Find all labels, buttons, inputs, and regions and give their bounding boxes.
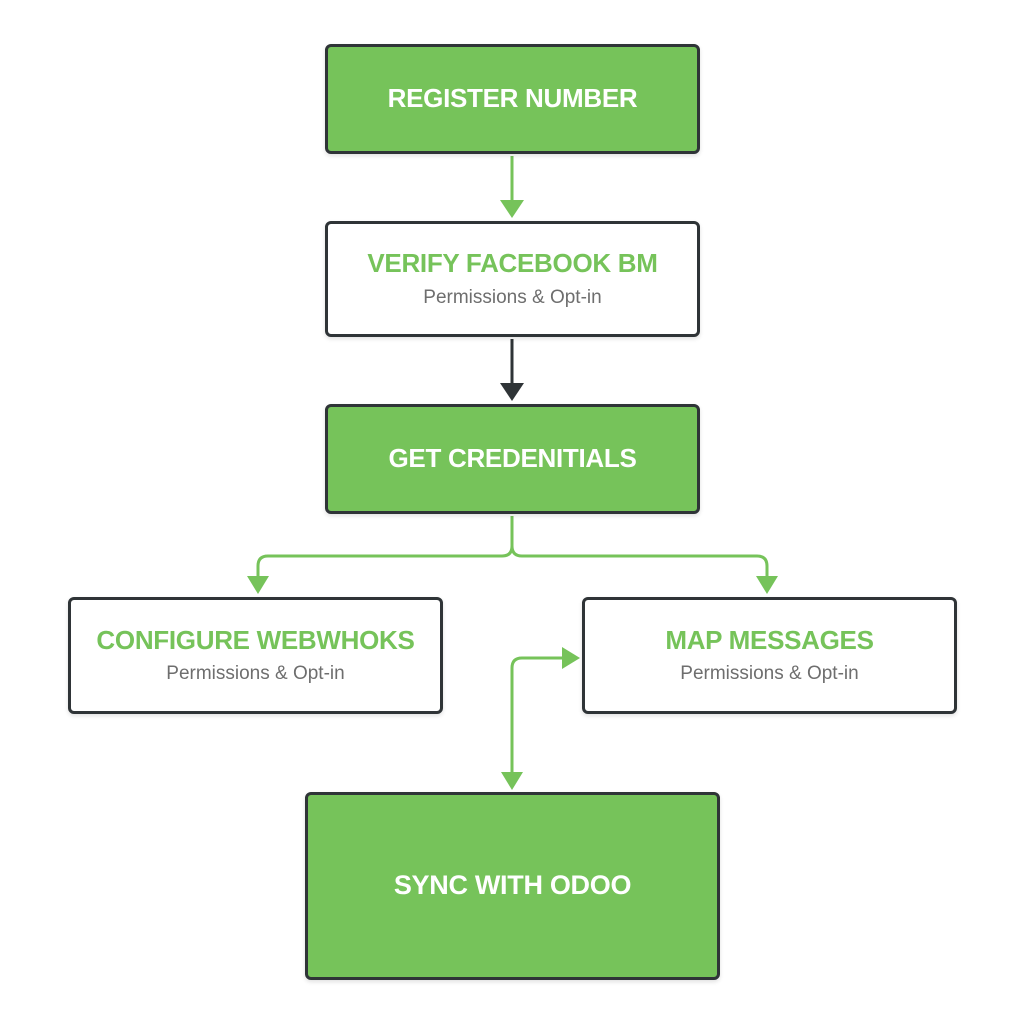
arrowhead-right-icon xyxy=(562,647,580,669)
node-title: SYNC WITH ODOO xyxy=(393,870,632,901)
node-subtitle: Permissions & Opt-in xyxy=(680,663,859,685)
node-title: CONFIGURE WEBWHOKS xyxy=(96,624,415,655)
arrowhead-down-icon xyxy=(500,383,524,401)
connector-sync-to-map xyxy=(501,647,580,790)
node-subtitle: Permissions & Opt-in xyxy=(423,286,602,308)
connector-credentials-split xyxy=(247,516,778,594)
node-subtitle: Permissions & Opt-in xyxy=(166,663,345,685)
node-title: GET CREDENITIALS xyxy=(388,443,637,474)
node-get-credentials: GET CREDENITIALS xyxy=(325,404,700,514)
node-title: REGISTER NUMBER xyxy=(387,83,638,114)
node-configure-webhooks: CONFIGURE WEBWHOKS Permissions & Opt-in xyxy=(68,597,443,714)
node-map-messages: MAP MESSAGES Permissions & Opt-in xyxy=(582,597,957,714)
node-sync-with-odoo: SYNC WITH ODOO xyxy=(305,792,720,980)
node-title: MAP MESSAGES xyxy=(665,624,874,655)
arrowhead-down-icon xyxy=(247,576,269,594)
arrowhead-down-icon xyxy=(756,576,778,594)
connector-verify-to-credentials xyxy=(500,339,524,401)
arrowhead-down-icon xyxy=(501,772,523,790)
arrowhead-down-icon xyxy=(500,200,524,218)
node-register-number: REGISTER NUMBER xyxy=(325,44,700,154)
connector-register-to-verify xyxy=(500,156,524,218)
node-verify-facebook-bm: VERIFY FACEBOOK BM Permissions & Opt-in xyxy=(325,221,700,337)
node-title: VERIFY FACEBOOK BM xyxy=(367,248,658,279)
